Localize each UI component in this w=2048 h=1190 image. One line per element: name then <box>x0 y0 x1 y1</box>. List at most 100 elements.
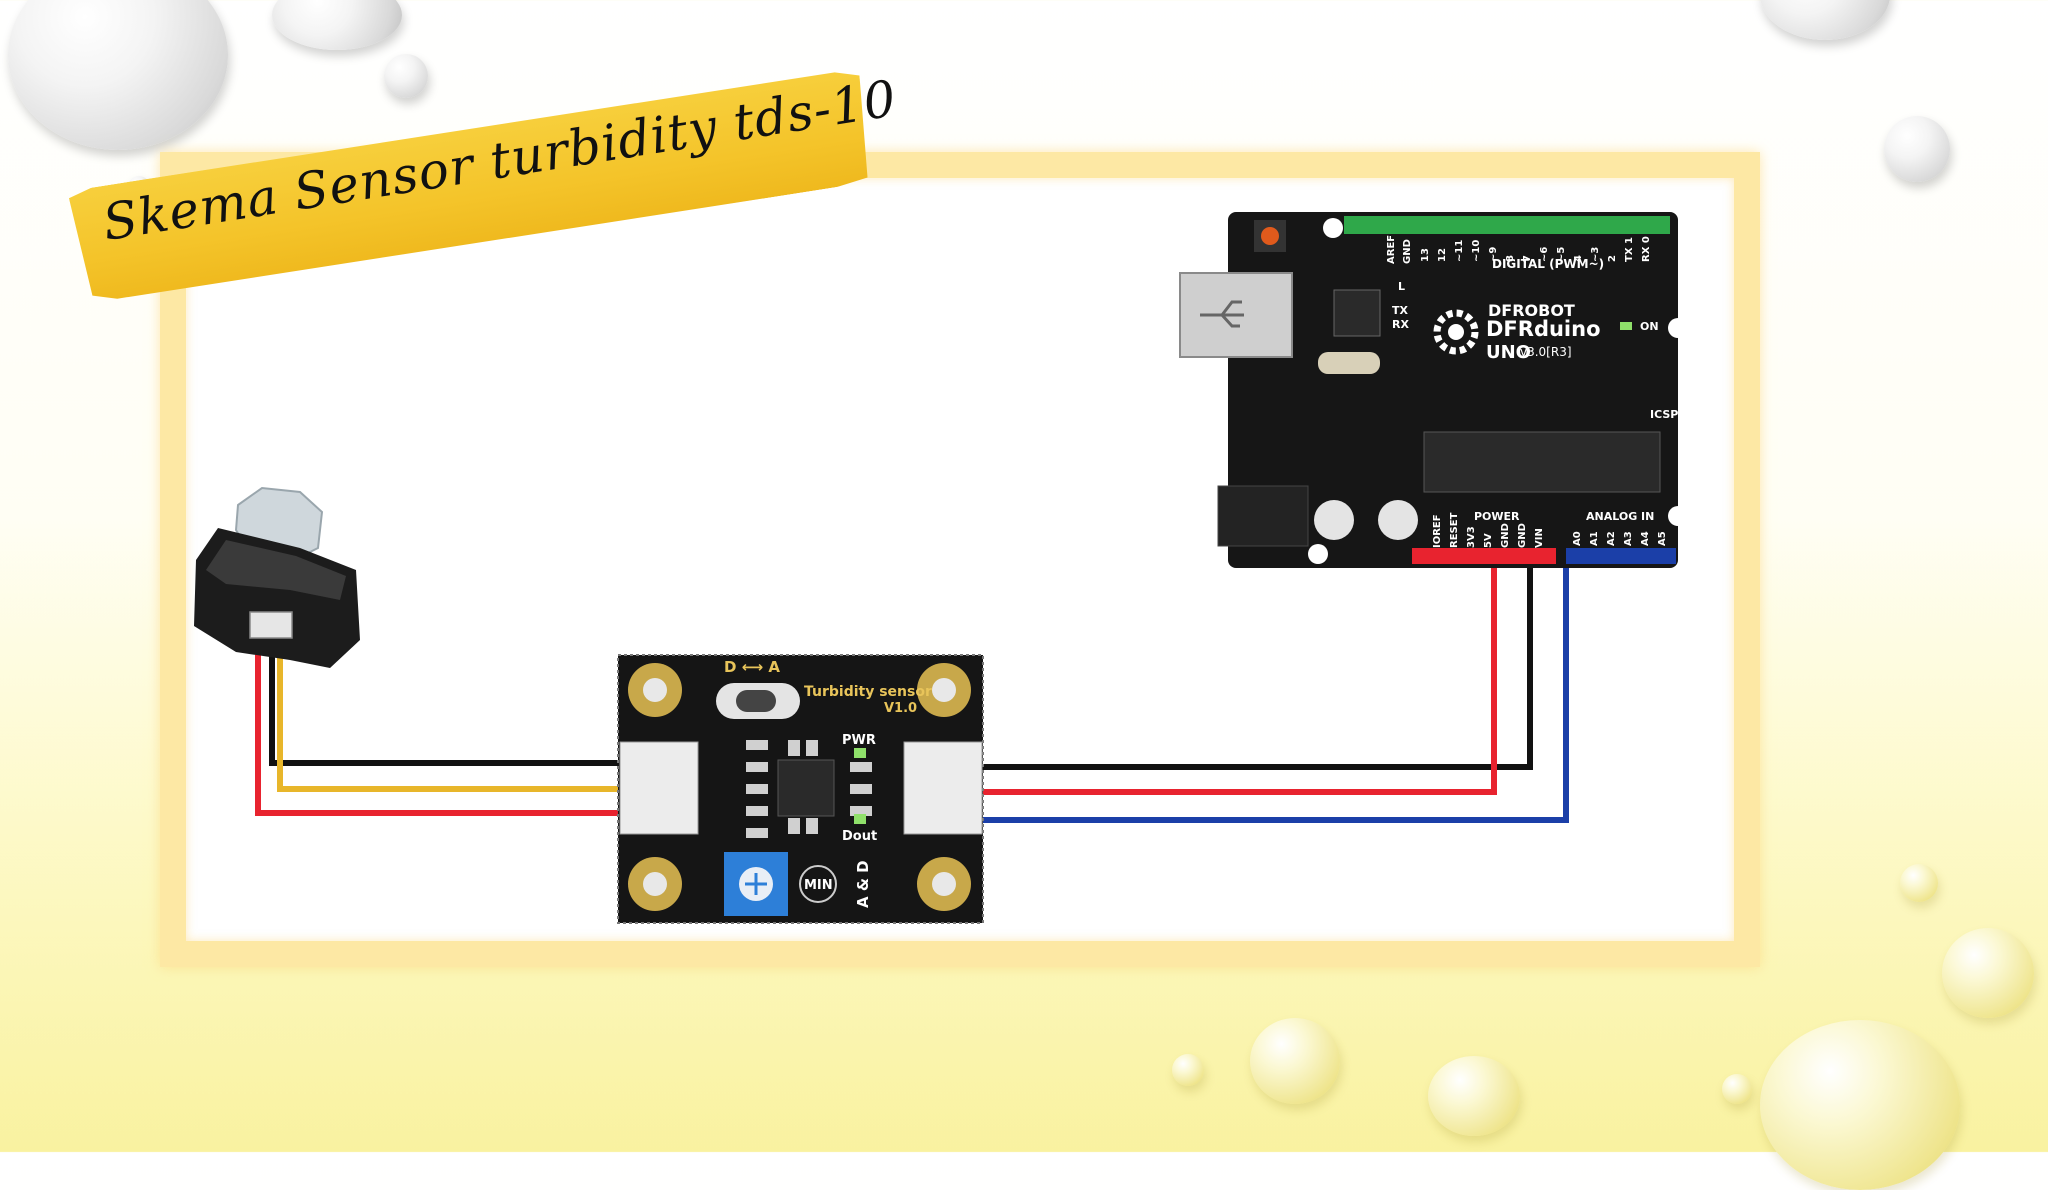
arduino-mounting-hole <box>1668 318 1688 338</box>
icsp-label: ICSP <box>1650 408 1678 421</box>
digital-header <box>1344 216 1670 234</box>
digital-pin-label: 4 <box>1573 255 1584 262</box>
wire-red-arduino <box>980 556 1497 795</box>
wire-blue-arduino <box>980 556 1569 823</box>
min-label: MIN <box>804 878 833 893</box>
switch-label: D ⟷ A <box>724 658 780 676</box>
power-pin-label: 3V3 <box>1466 526 1477 548</box>
digital-pin-label: 13 <box>1420 248 1431 262</box>
power-pin-label: IOREF <box>1432 514 1443 548</box>
wire-red-probe <box>255 632 628 816</box>
l-label: L <box>1398 280 1405 293</box>
atmega-chip <box>1423 431 1661 493</box>
analog-pin-label: A3 <box>1623 531 1634 546</box>
water-drop-decoration <box>1722 1074 1752 1104</box>
ic-chip <box>777 759 835 817</box>
power-pin-labels: IOREF RESET 3V3 5V GND GND VIN <box>1432 512 1545 548</box>
water-drop-decoration <box>1942 928 2034 1018</box>
digital-pin-label: TX 1 <box>1624 237 1635 262</box>
reset-button-cap <box>1261 227 1279 245</box>
min-dial <box>799 865 837 903</box>
crystal <box>1318 352 1380 374</box>
digital-pin-label: 7 <box>1522 255 1533 262</box>
arduino-mounting-hole <box>1668 506 1688 526</box>
power-label: POWER <box>1474 510 1520 523</box>
digital-pin-label: 12 <box>1437 248 1448 262</box>
analog-pin-label: A2 <box>1606 531 1617 546</box>
power-pin-label: RESET <box>1449 512 1460 548</box>
arduino-model: DFRduino <box>1486 317 1601 341</box>
digital-pin-label: RX 0 <box>1641 236 1652 262</box>
dout-led <box>854 814 866 824</box>
mode-switch-knob <box>736 690 776 712</box>
water-drop-decoration <box>1250 1018 1340 1104</box>
digital-pin-label: ~6 <box>1539 247 1550 262</box>
water-drop-decoration <box>8 0 228 150</box>
smd-components <box>746 740 872 838</box>
arduino-revision: v3.0[R3] <box>1520 345 1572 359</box>
water-drop-decoration <box>1884 116 1950 182</box>
slide: Skema Sensor turbidity tds-10 <box>8 0 2034 1190</box>
analog-label: ANALOG IN <box>1586 510 1654 523</box>
pwr-label: PWR <box>842 733 876 748</box>
power-header <box>1412 548 1556 564</box>
wire-yellow-probe <box>277 632 628 792</box>
analog-pin-label: A1 <box>1589 531 1600 546</box>
board-title: Turbidity sensor <box>804 684 932 700</box>
capacitor <box>1314 500 1354 540</box>
tx-label: TX <box>1392 304 1409 317</box>
digital-pin-label: 2 <box>1607 255 1618 262</box>
aref-label: AREF <box>1386 235 1397 264</box>
arduino-mounting-hole <box>1323 218 1343 238</box>
digital-label: DIGITAL (PWM~) <box>1492 257 1604 271</box>
wiring-diagram: D ⟷ A Turbidity sensor V1.0 PWR Dout <box>194 212 1688 924</box>
on-label: ON <box>1640 320 1659 333</box>
usb-icon <box>1200 300 1244 328</box>
mode-label: A & D <box>854 860 872 908</box>
turbidity-sensor-board: D ⟷ A Turbidity sensor V1.0 PWR Dout <box>617 654 984 924</box>
probe-connector <box>249 611 293 639</box>
mounting-holes <box>628 663 971 911</box>
rx-label: RX <box>1392 318 1409 331</box>
power-pin-label: GND <box>1517 523 1528 548</box>
digital-pin-label: ~9 <box>1488 247 1499 262</box>
water-drop-decoration <box>384 54 428 98</box>
digital-pin-label: 8 <box>1505 255 1516 262</box>
water-drop-decoration <box>1172 1054 1204 1086</box>
board-version: V1.0 <box>884 701 917 716</box>
probe-body-highlight <box>206 540 346 600</box>
pwr-led <box>854 748 866 758</box>
arduino-mounting-hole <box>1308 544 1328 564</box>
dout-label: Dout <box>842 829 877 844</box>
analog-pin-labels: A0 A1 A2 A3 A4 A5 <box>1572 531 1668 546</box>
arduino-brand: DFROBOT <box>1488 301 1575 320</box>
power-pin-label: GND <box>1500 523 1511 548</box>
potentiometer-slot <box>745 873 767 895</box>
capacitor <box>1378 500 1418 540</box>
digital-pin-label: ~3 <box>1590 247 1601 262</box>
turbidity-probe <box>194 486 360 668</box>
power-pin-label: 5V <box>1483 533 1494 548</box>
right-connector <box>903 741 983 835</box>
dfrobot-gear-icon <box>1433 309 1479 355</box>
wires <box>255 556 1569 823</box>
water-drop-decoration <box>1428 1056 1520 1136</box>
analog-pin-label: A4 <box>1640 531 1651 546</box>
power-jack <box>1217 485 1309 547</box>
on-led <box>1620 322 1632 330</box>
wire-black-probe <box>269 632 628 766</box>
wire-black-arduino <box>980 556 1533 770</box>
analog-pin-label: A5 <box>1657 531 1668 546</box>
usb-chip <box>1333 289 1381 337</box>
digital-pin-label: ~11 <box>1454 240 1465 262</box>
arduino-version: UNO <box>1486 342 1531 363</box>
water-drop-decoration <box>1900 864 1938 902</box>
digital-pin-label: ~5 <box>1556 247 1567 262</box>
analog-pin-label: A0 <box>1572 531 1583 546</box>
analog-header <box>1566 548 1676 564</box>
power-pin-label: VIN <box>1534 528 1545 548</box>
arduino-board: DFROBOT DFRduino UNO v3.0[R3] DIGITAL (P… <box>1179 212 1688 568</box>
digital-pin-label: ~10 <box>1471 240 1482 262</box>
left-connector <box>619 741 699 835</box>
